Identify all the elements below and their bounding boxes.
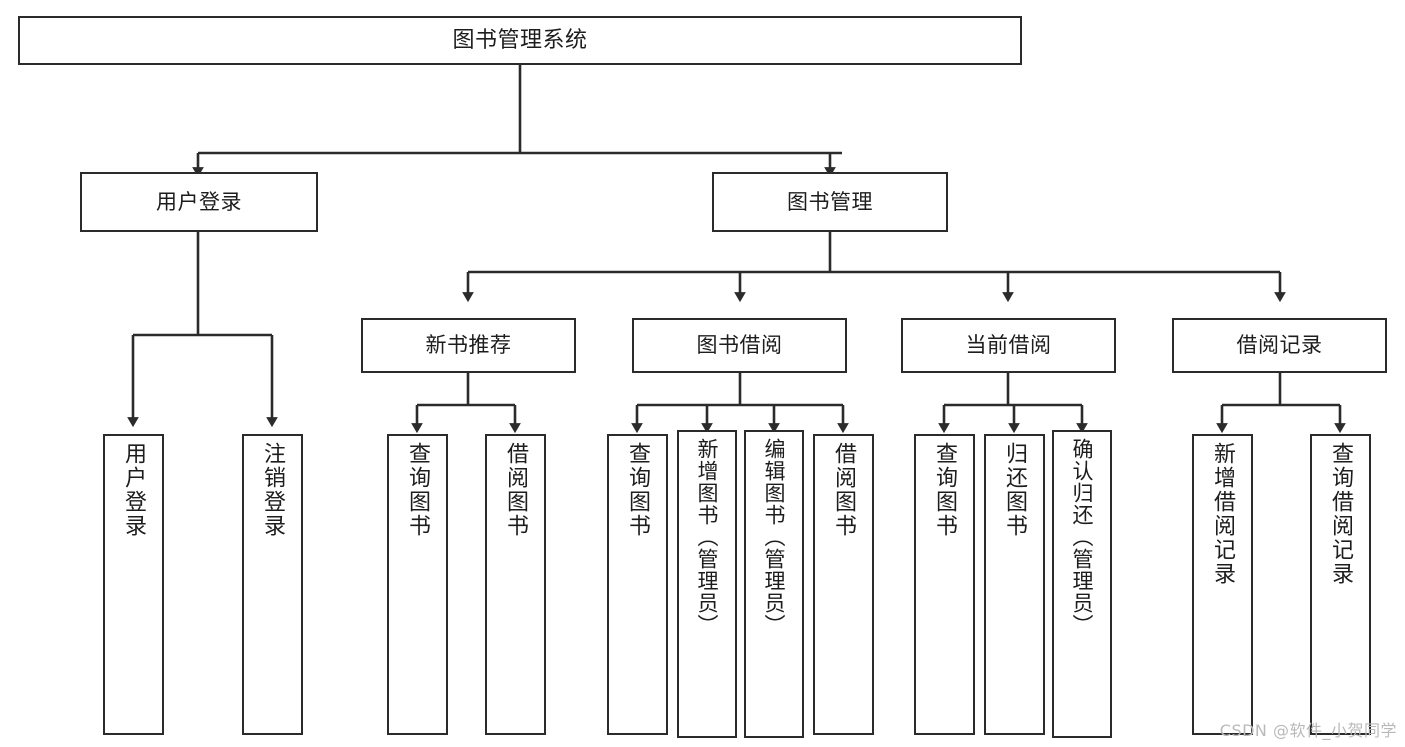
node-new-book-recommend[interactable]: 新书推荐 (361, 318, 576, 373)
node-label: 查询图书 (625, 442, 651, 538)
csdn-watermark: CSDN @软件_小贺同学 (1219, 721, 1397, 740)
leaf-book-borrow-add-book-admin[interactable]: 新增图书（管理员） (677, 430, 737, 738)
node-label: 查询图书 (405, 442, 431, 538)
node-user-login[interactable]: 用户登录 (80, 172, 318, 232)
leaf-book-borrow-query-book[interactable]: 查询图书 (607, 434, 668, 735)
node-label: 图书管理系统 (452, 27, 588, 53)
node-label: 图书管理 (787, 189, 873, 214)
node-label: 查询图书 (932, 442, 958, 538)
node-label: 借阅记录 (1236, 333, 1323, 358)
node-label: 确认归还（管理员） (1070, 438, 1095, 636)
node-book-management[interactable]: 图书管理 (712, 172, 948, 232)
node-label: 新增借阅记录 (1210, 442, 1236, 586)
leaf-book-borrow-borrow-book[interactable]: 借阅图书 (813, 434, 874, 735)
node-label: 查询借阅记录 (1328, 442, 1354, 586)
node-root-book-management-system[interactable]: 图书管理系统 (18, 16, 1022, 65)
leaf-new-book-borrow-book[interactable]: 借阅图书 (485, 434, 546, 735)
node-label: 编辑图书（管理员） (762, 438, 787, 636)
node-label: 借阅图书 (831, 442, 857, 538)
node-book-borrow[interactable]: 图书借阅 (632, 318, 847, 373)
leaf-book-borrow-edit-book-admin[interactable]: 编辑图书（管理员） (744, 430, 804, 738)
node-label: 图书借阅 (696, 333, 783, 358)
leaf-current-borrow-return-book[interactable]: 归还图书 (984, 434, 1045, 735)
leaf-borrow-record-add-record[interactable]: 新增借阅记录 (1192, 434, 1253, 735)
node-label: 注销登录 (260, 442, 286, 538)
node-current-borrow[interactable]: 当前借阅 (901, 318, 1116, 373)
node-label: 新增图书（管理员） (695, 438, 720, 636)
node-label: 用户登录 (121, 442, 147, 538)
leaf-borrow-record-query-record[interactable]: 查询借阅记录 (1310, 434, 1371, 735)
leaf-user-login-login[interactable]: 用户登录 (103, 434, 164, 735)
node-label: 当前借阅 (965, 333, 1052, 358)
leaf-current-borrow-query-book[interactable]: 查询图书 (914, 434, 975, 735)
node-label: 用户登录 (156, 189, 242, 214)
node-label: 新书推荐 (425, 333, 512, 358)
leaf-current-borrow-confirm-return-admin[interactable]: 确认归还（管理员） (1052, 430, 1112, 738)
node-borrow-record[interactable]: 借阅记录 (1172, 318, 1387, 373)
node-label: 归还图书 (1002, 442, 1028, 538)
node-label: 借阅图书 (503, 442, 529, 538)
leaf-new-book-query-book[interactable]: 查询图书 (387, 434, 448, 735)
leaf-user-login-logout[interactable]: 注销登录 (242, 434, 303, 735)
